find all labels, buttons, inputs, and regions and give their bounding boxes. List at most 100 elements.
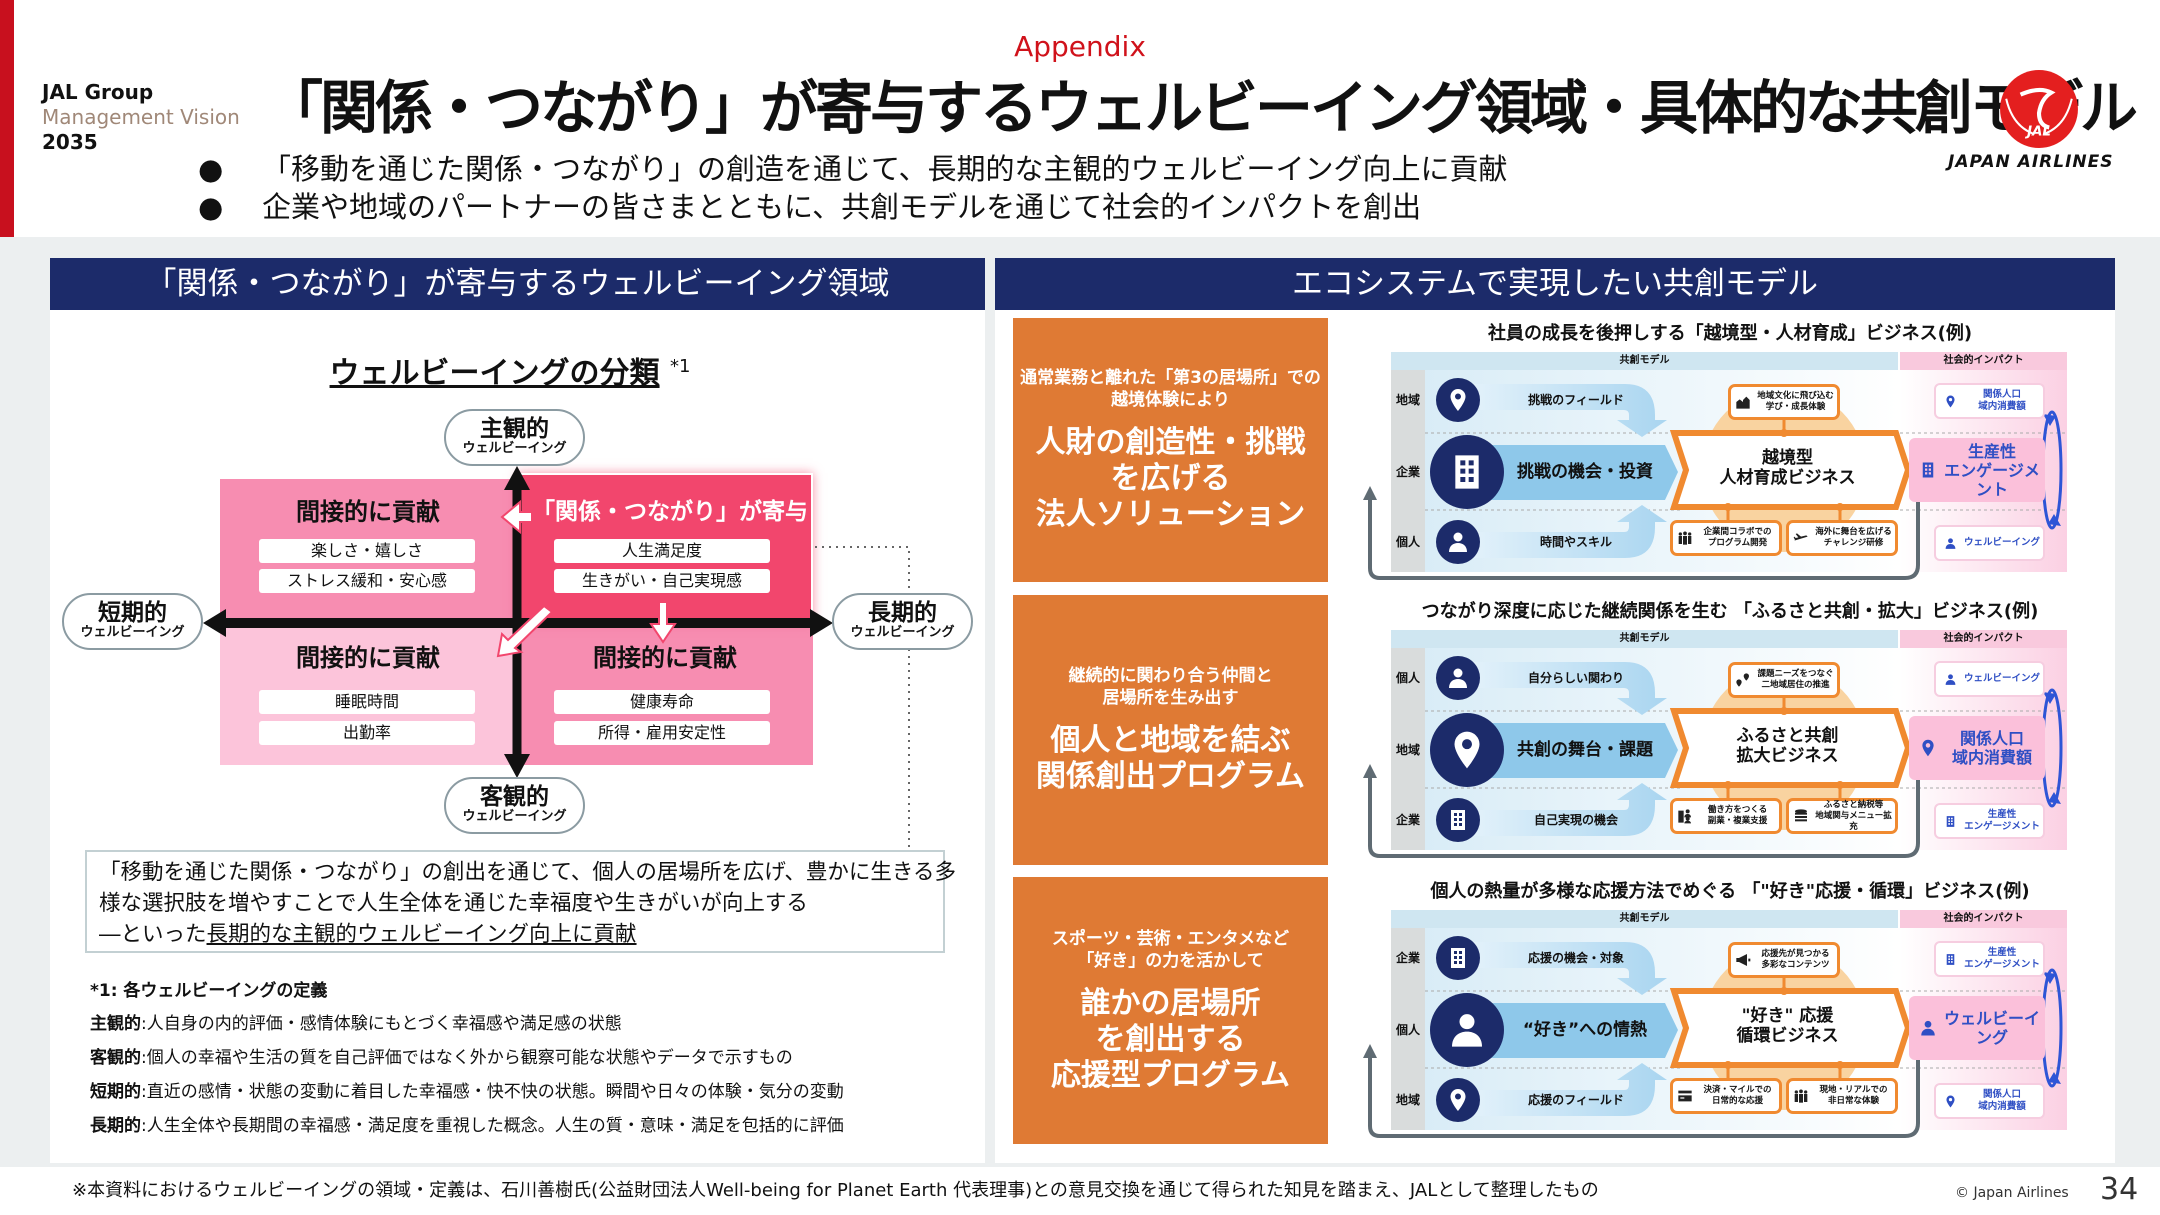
bullet-item: ●「移動を通じた関係・つながり」の創造を通じて、長期的な主観的ウェルビーイング向… <box>198 152 1508 186</box>
feature-box: 現地・リアルでの非日常な体験 <box>1786 1078 1898 1114</box>
business-name: 越境型人材育成ビジネス <box>1719 448 1856 488</box>
diagram-title: 社員の成長を後押しする「越境型・人材育成」ビジネス(例) <box>1487 323 1973 344</box>
quadrant-heading: 「関係・つながり」が寄与 <box>532 499 808 525</box>
flow-arrow <box>1460 1063 1667 1116</box>
person-icon <box>1921 1020 1935 1036</box>
axis-long-term: 長期的ウェルビーイング <box>832 593 973 650</box>
cocreation-diagram: 個人の熱量が多様な応援方法でめぐる 「"好き"応援・循環」ビジネス(例) 共創モデ… <box>1363 878 2080 1148</box>
flow-arrow <box>1460 505 1667 558</box>
axis-short-term: 短期的ウェルビーイング <box>62 593 203 650</box>
pin-icon <box>1946 395 1955 407</box>
classification-title-text: ウェルビーイングの分類 <box>329 356 660 391</box>
feedback-loop <box>1368 776 1920 858</box>
row-label: 地域 <box>1395 1093 1420 1107</box>
arrow-down-left-icon <box>496 604 554 658</box>
flow-arrow <box>1460 942 1667 995</box>
row-contribution: 挑戦のフィールド <box>1528 393 1624 407</box>
brand-vision: Management Vision <box>42 105 240 129</box>
quadrant-heading: 間接的に貢献 <box>296 644 440 672</box>
row-icon-circle <box>1436 1078 1480 1122</box>
megaphone-icon <box>1736 954 1751 966</box>
quote-emphasis: 長期的な主観的ウェルビーイング向上に貢献 <box>206 922 637 947</box>
cocreation-diagram: つながり深度に応じた継続関係を生む 「ふるさと共創・拡大」ビジネス(例)共創モデ… <box>1363 598 2080 868</box>
quadrant-item: 出勤率 <box>259 721 475 745</box>
band-model: 共創モデル <box>1391 910 1898 928</box>
feature-box: 海外に舞台を広げるチャレンジ研修 <box>1786 520 1898 556</box>
quadrant-heading: 間接的に貢献 <box>593 644 737 672</box>
program-card-regional: 継続的に関わり合う仲間と居場所を生み出す 個人と地域を結ぶ関係創出プログラム <box>1013 595 1328 865</box>
impact-box: 生産性エンゲージメント <box>1909 438 2045 502</box>
flow-arrow <box>1460 384 1667 437</box>
footnote-ref: *1 <box>670 356 691 377</box>
svg-text:JAL: JAL <box>2024 125 2051 140</box>
row-icon-circle <box>1436 656 1480 700</box>
business-chevron <box>1669 708 1912 788</box>
row-label: 地域 <box>1395 393 1420 407</box>
person-icon <box>1945 537 1956 549</box>
band-impact: 社会的インパクト <box>1900 910 2067 928</box>
appendix-label: Appendix <box>1014 30 1146 63</box>
band-model: 共創モデル <box>1391 352 1898 370</box>
row-label: 企業 <box>1395 465 1420 479</box>
program-card-support: スポーツ・芸術・エンタメなど「好き」の力を活かして 誰かの居場所を創出する応援型… <box>1013 877 1328 1144</box>
feedback-loop <box>1368 1056 1920 1138</box>
impact-box: ウェルビーイング <box>1934 525 2045 561</box>
bullet-text: 「移動を通じた関係・つながり」の創造を通じて、長期的な主観的ウェルビーイング向上… <box>262 152 1508 186</box>
quadrant-item: 睡眠時間 <box>259 690 475 714</box>
arrow-left-icon <box>500 499 533 535</box>
band-impact: 社会的インパクト <box>1900 352 2067 370</box>
person-icon <box>1449 668 1467 688</box>
quadrant-heading: 間接的に貢献 <box>296 498 440 526</box>
classification-title: ウェルビーイングの分類 *1 <box>300 348 720 393</box>
impact-box: ウェルビーイング <box>1934 661 2045 697</box>
quote-line: 様な選択肢を増やすことで人生全体を通じた幸福度や生きがいが向上する <box>99 891 808 916</box>
business-chevron <box>1669 988 1912 1068</box>
person-icon <box>1945 673 1956 685</box>
summary-quote-box: 「移動を通じた関係・つながり」の創出を通じて、個人の居場所を広げ、豊かに生きる多… <box>85 850 956 953</box>
row-contribution: 応援のフィールド <box>1528 1093 1624 1107</box>
jal-crane-logo: JAL <box>2000 70 2078 148</box>
pin-icon <box>1450 389 1466 411</box>
definition-item: 短期的:直近の感情・状態の変動に着目した幸福感・快不快の状態。瞬間や日々の体験・… <box>90 1082 844 1102</box>
program-card-corporate: 通常業務と離れた「第3の居場所」での越境体験により 人財の創造性・挑戦を広げる法… <box>1013 318 1328 582</box>
quadrant-item: 楽しさ・嬉しさ <box>259 539 475 563</box>
quadrant-item: 所得・雇用安定性 <box>554 721 770 745</box>
band-model: 共創モデル <box>1391 630 1898 648</box>
row-icon-circle <box>1430 435 1504 509</box>
feature-box: 決済・マイルでの日常的な応援 <box>1670 1078 1782 1114</box>
row-label: 個人 <box>1395 1023 1420 1037</box>
business-name: ふるさと共創拡大ビジネス <box>1736 726 1839 766</box>
row-contribution: 挑戦の機会・投資 <box>1517 462 1653 482</box>
row-icon-circle <box>1430 713 1504 787</box>
row-icon-circle <box>1436 798 1480 842</box>
quote-line: 「移動を通じた関係・つながり」の創出を通じて、個人の居場所を広げ、豊かに生きる多 <box>99 860 956 885</box>
cocreation-diagram: 社員の成長を後押しする「越境型・人材育成」ビジネス(例) 共創モデル社会的インパク… <box>1363 320 2080 590</box>
logo-wordmark: JAPAN AIRLINES <box>1948 152 2114 172</box>
group-icon <box>1678 531 1692 545</box>
flow-arrow <box>1490 445 1678 500</box>
definition-item: 客観的:個人の幸福や生活の質を自己評価ではなく外から観察可能な状態やデータで示す… <box>90 1048 793 1068</box>
band-impact: 社会的インパクト <box>1900 630 2067 648</box>
quadrant-item: ストレス緩和・安心感 <box>259 569 475 593</box>
flow-arrow <box>1460 662 1667 715</box>
row-contribution: 自己実現の機会 <box>1533 813 1618 827</box>
axis-subjective: 主観的ウェルビーイング <box>444 409 585 466</box>
feature-box: 企業間コラボでのプログラム開発 <box>1670 520 1782 556</box>
row-label: 企業 <box>1395 951 1420 965</box>
impact-box: 生産性エンゲージメント <box>1934 803 2045 839</box>
pin-icon <box>1450 1089 1466 1111</box>
building-icon <box>1946 815 1955 827</box>
building-icon <box>1455 455 1479 489</box>
flow-arrow <box>1490 723 1678 778</box>
axis-arrows <box>203 466 910 848</box>
feature-box: ふるさと納税等地域関与メニュー拡充 <box>1786 798 1898 834</box>
houses-icon <box>1736 396 1750 409</box>
row-label: 個人 <box>1395 535 1420 549</box>
flow-arrow <box>1490 1003 1678 1058</box>
row-icon-circle <box>1436 936 1480 980</box>
diagram-title: 個人の熱量が多様な応援方法でめぐる 「"好き"応援・循環」ビジネス(例) <box>1430 881 2030 902</box>
person-icon <box>1449 532 1467 552</box>
row-contribution: 応援の機会・対象 <box>1527 951 1624 965</box>
feature-box: 働き方をつくる副業・複業支援 <box>1670 798 1782 834</box>
business-chevron <box>1669 430 1912 510</box>
